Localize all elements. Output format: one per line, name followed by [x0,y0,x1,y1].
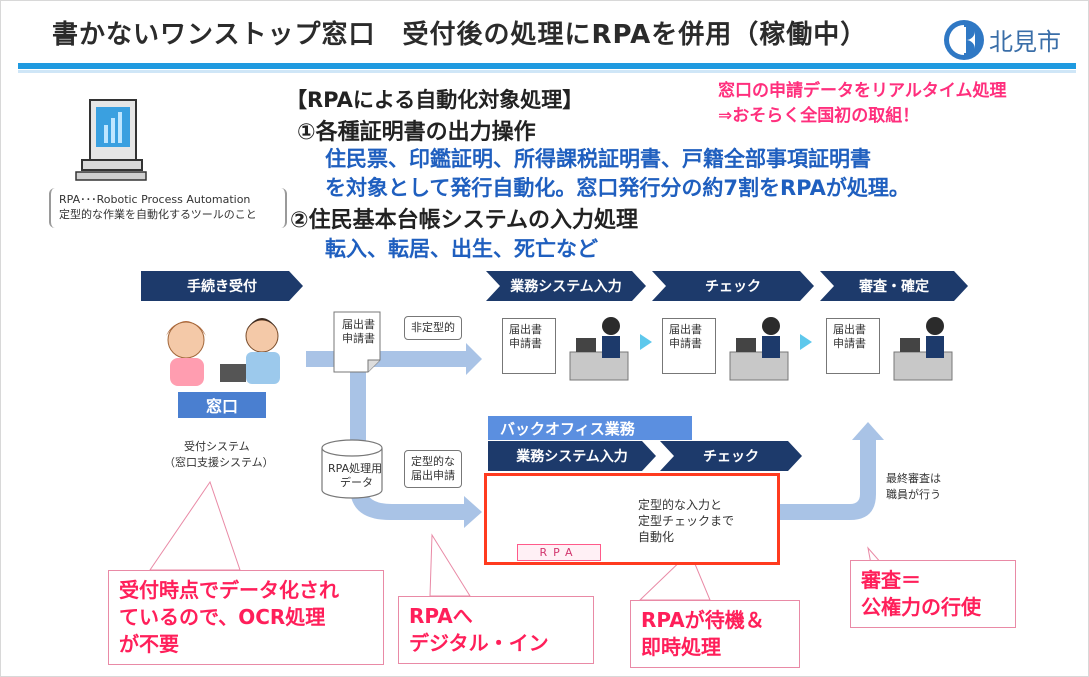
callout-review-authority: 審査＝ 公権力の行使 [850,560,1016,628]
callout-line: RPAへ [409,604,473,628]
rpa-desc-line2: 定型チェックまで [638,514,735,528]
chevron-reception: 手続き受付 [141,271,303,301]
madoguchi-label: 窓口 [178,392,266,418]
title-divider [18,63,1076,69]
document-box: 届出書 申請書 [502,318,556,374]
rpa-definition: RPA･･･Robotic Process Automation 定型的な作業を… [49,188,287,228]
chevron-review-confirm: 審査・確定 [820,271,968,301]
callout-rpa-standby: RPAが待機＆ 即時処理 [630,600,800,668]
realtime-note: 窓口の申請データをリアルタイム処理 ⇒おそらく全国初の取組！ [718,79,1007,129]
standard-tag-line: 定型的な [411,455,455,468]
targets-heading: 【RPAによる自動化対象処理】 [286,88,584,112]
rpa-badge: RPA [517,544,601,561]
doc-label-line1: 届出書 [342,318,375,331]
chevron-bo-system-input: 業務システム入力 [488,441,656,471]
target-item-2-line1: 転入、転居、出生、死亡など [325,237,598,261]
target-item-1-line1: 住民票、印鑑証明、所得課税証明書、戸籍全部事項証明書 [325,147,871,171]
callout-line: 審査＝ [861,568,921,592]
doc-text: 申請書 [669,337,702,350]
db-label-line2: データ [340,476,373,489]
document-box: 届出書 申請書 [826,318,880,374]
step-arrow-icon [640,334,652,350]
reception-staff-illustration [166,318,280,386]
rpa-definition-line: RPA･･･Robotic Process Automation [59,193,251,206]
chevron-bo-check: チェック [660,441,802,471]
doc-text: 届出書 [669,323,702,336]
city-name: 北見市 [989,28,1061,56]
doc-text: 申請書 [833,337,866,350]
standard-tag-line: 届出申請 [411,469,455,482]
realtime-note-line: 窓口の申請データをリアルタイム処理 [718,81,1007,101]
realtime-note-line: ⇒おそらく全国初の取組！ [718,106,920,126]
callout-line: デジタル・イン [409,631,549,655]
slide-title: 書かないワンストップ窓口 受付後の処理にRPAを併用（稼働中） [52,20,868,50]
doc-label-line2: 申請書 [342,332,375,345]
callout-line: 受付時点でデータ化され [119,578,339,602]
step-arrow-icon [800,334,812,350]
reception-system-sublabel: （窓口支援システム） [164,456,274,469]
chevron-system-input: 業務システム入力 [486,271,646,301]
rpa-definition-line: 定型的な作業を自動化するツールのこと [59,208,257,221]
title-divider-shadow [18,70,1076,73]
target-item-2-title: ②住民基本台帳システムの入力処理 [290,208,638,233]
target-item-1-line2: を対象として発行自動化。窓口発行分の約7割をRPAが処理。 [325,176,910,200]
callout-no-ocr: 受付時点でデータ化され ているので、OCR処理 が不要 [108,570,384,665]
computer-icon [75,99,147,181]
db-label-line1: RPA処理用 [328,462,383,475]
chevron-check: チェック [652,271,814,301]
doc-text: 届出書 [509,323,542,336]
callout-line: が不要 [119,632,179,656]
standard-tag: 定型的な 届出申請 [404,450,462,488]
reception-system-label: 受付システム [184,440,250,453]
database-icon [321,439,383,499]
callout-line: 即時処理 [641,635,721,659]
callout-line: 公権力の行使 [861,595,981,619]
rpa-desc-line3: 自動化 [638,530,675,544]
office-worker-illustration [569,317,953,381]
rpa-desc-line1: 定型的な入力と [638,498,723,512]
back-office-banner: バックオフィス業務 [488,416,692,440]
doc-text: 申請書 [509,337,542,350]
document-icon [333,311,381,373]
callout-digital-in: RPAへ デジタル・イン [398,596,594,664]
document-box: 届出書 申請書 [662,318,716,374]
callout-line: RPAが待機＆ [641,608,765,632]
doc-text: 届出書 [833,323,866,336]
non-standard-tag: 非定型的 [404,316,462,340]
final-review-line2: 職員が行う [886,488,941,501]
final-review-line1: 最終審査は [886,472,941,485]
target-item-1-title: ①各種証明書の出力操作 [297,120,536,145]
callout-line: ているので、OCR処理 [119,605,326,629]
city-logo-icon [944,20,984,60]
